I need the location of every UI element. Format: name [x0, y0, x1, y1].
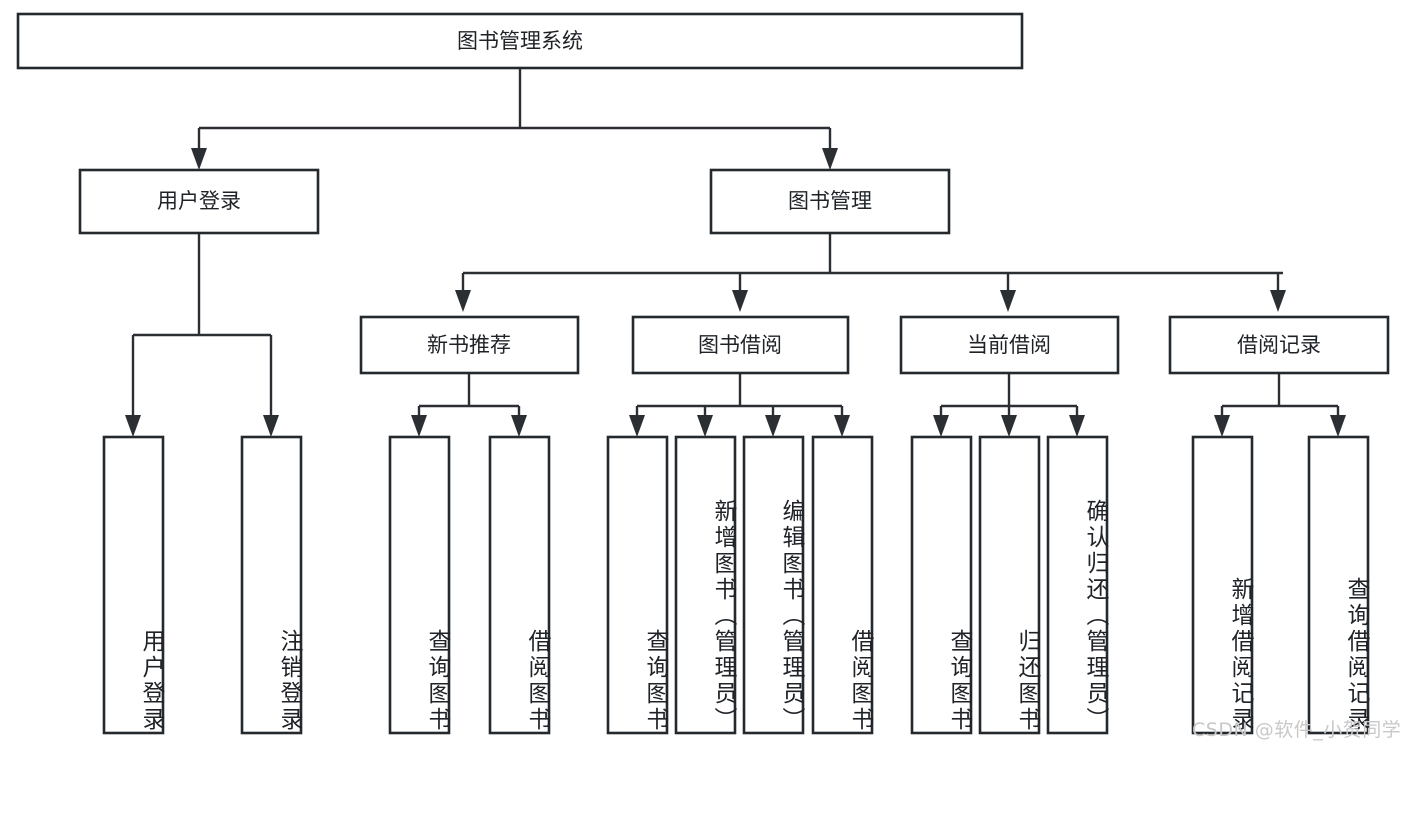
arrow-to-book-manage [822, 148, 838, 170]
arrow-leaf-c1 [1001, 415, 1017, 437]
node-book-borrow-box[interactable] [631, 315, 850, 375]
node-book-manage[interactable]: 图书管理 [709, 168, 951, 235]
leaf-box-current-borrow-2[interactable] [1046, 435, 1109, 735]
leaf-box-new-book-0[interactable] [388, 435, 451, 735]
arrow-leaf-b3 [834, 415, 850, 437]
node-current-borrow[interactable]: 当前借阅 [899, 315, 1120, 375]
leaf-box-user-login-1[interactable] [240, 435, 303, 735]
leaf-box-new-book-1[interactable] [488, 435, 551, 735]
arrow-to-book-borrow [732, 290, 748, 312]
connector-group-book-borrow-leaves [629, 373, 850, 437]
diagram-root: 图书管理系统 用户登录 图书管理 新书推荐 图书借阅 当前借阅 借阅记录 [16, 12, 1402, 741]
node-new-book-recommend-box[interactable] [359, 315, 580, 375]
arrow-leaf-n0 [411, 415, 427, 437]
leaf-boxes-current-borrow [910, 435, 1109, 735]
node-book-borrow[interactable]: 图书借阅 [631, 315, 850, 375]
arrow-leaf-n1 [511, 415, 527, 437]
node-root-label: 图书管理系统 [457, 29, 583, 53]
leaf-box-user-login-0[interactable] [102, 435, 165, 735]
leaf-boxes-user-login [102, 435, 303, 735]
leaf-box-current-borrow-1[interactable] [978, 435, 1041, 735]
arrow-to-current-borrow [1000, 290, 1016, 312]
node-new-book-recommend[interactable]: 新书推荐 [359, 315, 580, 375]
leaf-box-current-borrow-0[interactable] [910, 435, 973, 735]
arrow-leaf-u0 [125, 415, 141, 437]
connector-group-borrow-record-leaves [1214, 373, 1346, 437]
connector-group-user-login-leaves [125, 233, 279, 437]
node-book-manage-box[interactable] [709, 168, 951, 235]
arrow-leaf-b0 [629, 415, 645, 437]
arrow-to-user-login [191, 148, 207, 170]
arrow-to-borrow-record [1270, 290, 1286, 312]
leaf-boxes-book-borrow [606, 435, 874, 735]
arrow-leaf-u1 [263, 415, 279, 437]
leaf-box-book-borrow-0[interactable] [606, 435, 669, 735]
arrow-leaf-c2 [1069, 415, 1085, 437]
leaf-box-borrow-record-1[interactable] [1307, 435, 1370, 735]
leaf-box-borrow-record-0[interactable] [1191, 435, 1254, 735]
connector-group-book-manage-to-level3 [455, 233, 1286, 312]
node-book-borrow-label: 图书借阅 [698, 333, 782, 357]
connector-group-current-borrow-leaves [933, 373, 1085, 437]
leaf-box-book-borrow-3[interactable] [811, 435, 874, 735]
node-borrow-record-box[interactable] [1168, 315, 1390, 375]
node-borrow-record-label: 借阅记录 [1237, 333, 1321, 357]
arrow-leaf-b2 [765, 415, 781, 437]
node-user-login[interactable]: 用户登录 [78, 168, 320, 235]
node-borrow-record[interactable]: 借阅记录 [1168, 315, 1390, 375]
connector-group-new-book-leaves [411, 373, 527, 437]
arrow-leaf-r0 [1214, 415, 1230, 437]
node-user-login-label: 用户登录 [157, 189, 241, 213]
leaf-boxes-new-book-recommend [388, 435, 551, 735]
node-new-book-recommend-label: 新书推荐 [427, 333, 511, 357]
node-user-login-box[interactable] [78, 168, 320, 235]
arrow-leaf-c0 [933, 415, 949, 437]
leaf-boxes-borrow-record [1191, 435, 1370, 735]
leaf-box-book-borrow-1[interactable] [674, 435, 737, 735]
node-root[interactable]: 图书管理系统 [16, 12, 1024, 70]
diagram-canvas: 图书管理系统 用户登录 图书管理 新书推荐 图书借阅 当前借阅 借阅记录 [16, 12, 1390, 735]
leaf-box-book-borrow-2[interactable] [742, 435, 805, 735]
connector-group-root-to-level2 [191, 68, 838, 170]
arrow-leaf-r1 [1330, 415, 1346, 437]
arrow-leaf-b1 [697, 415, 713, 437]
node-book-manage-label: 图书管理 [788, 189, 872, 213]
csdn-watermark: CSDN @软件_小贺同学 [1192, 719, 1402, 741]
node-current-borrow-label: 当前借阅 [967, 333, 1051, 357]
node-root-box[interactable] [16, 12, 1024, 70]
node-current-borrow-box[interactable] [899, 315, 1120, 375]
arrow-to-new-book [455, 290, 471, 312]
